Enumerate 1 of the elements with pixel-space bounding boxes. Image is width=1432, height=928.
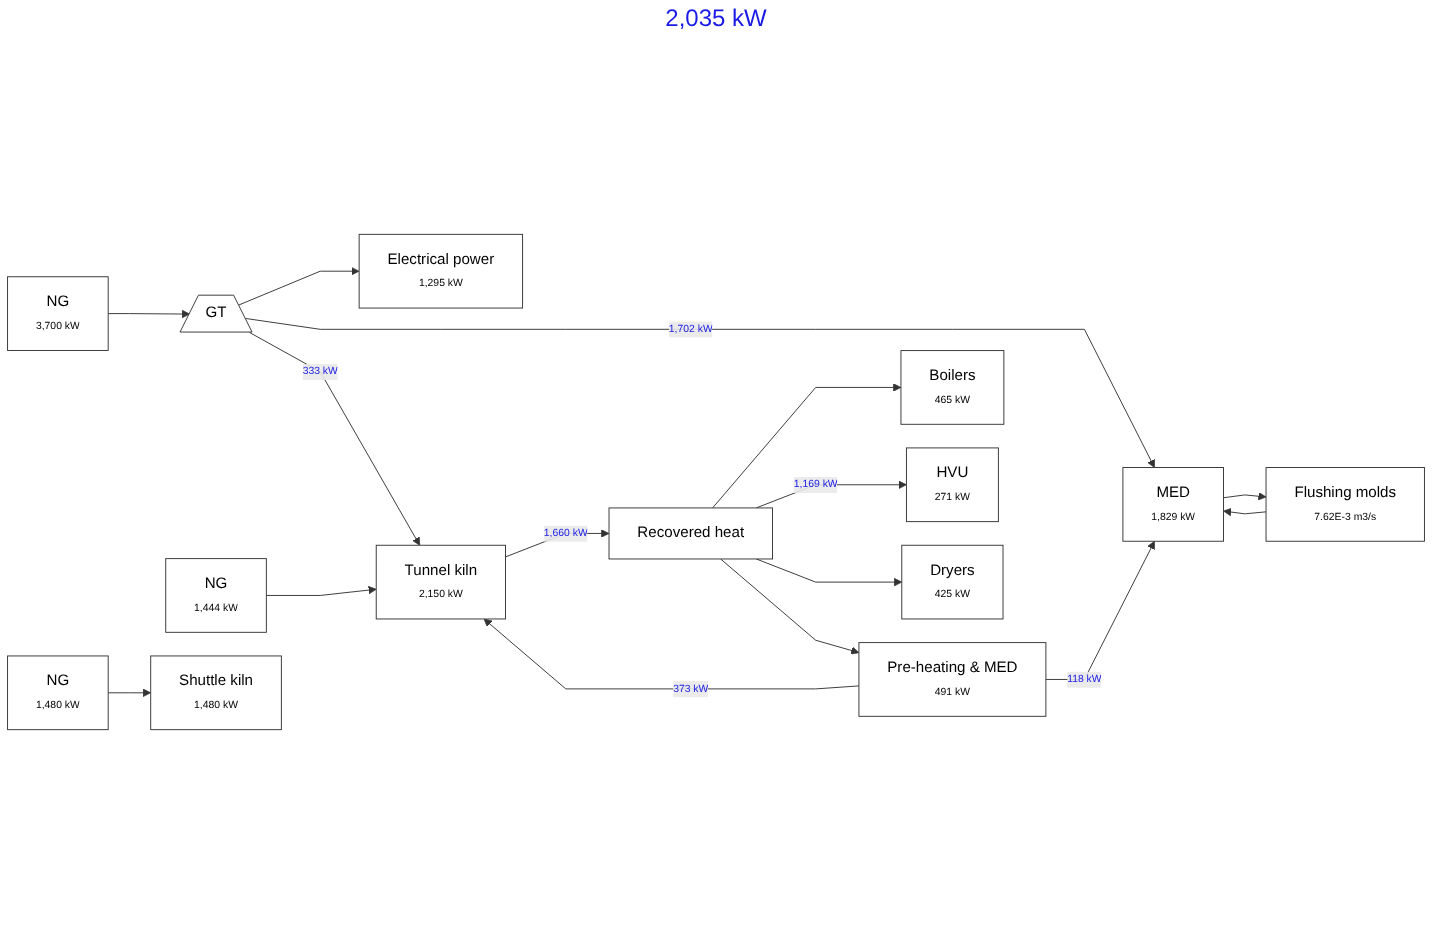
flow-value: 2,035 kW xyxy=(665,4,767,32)
